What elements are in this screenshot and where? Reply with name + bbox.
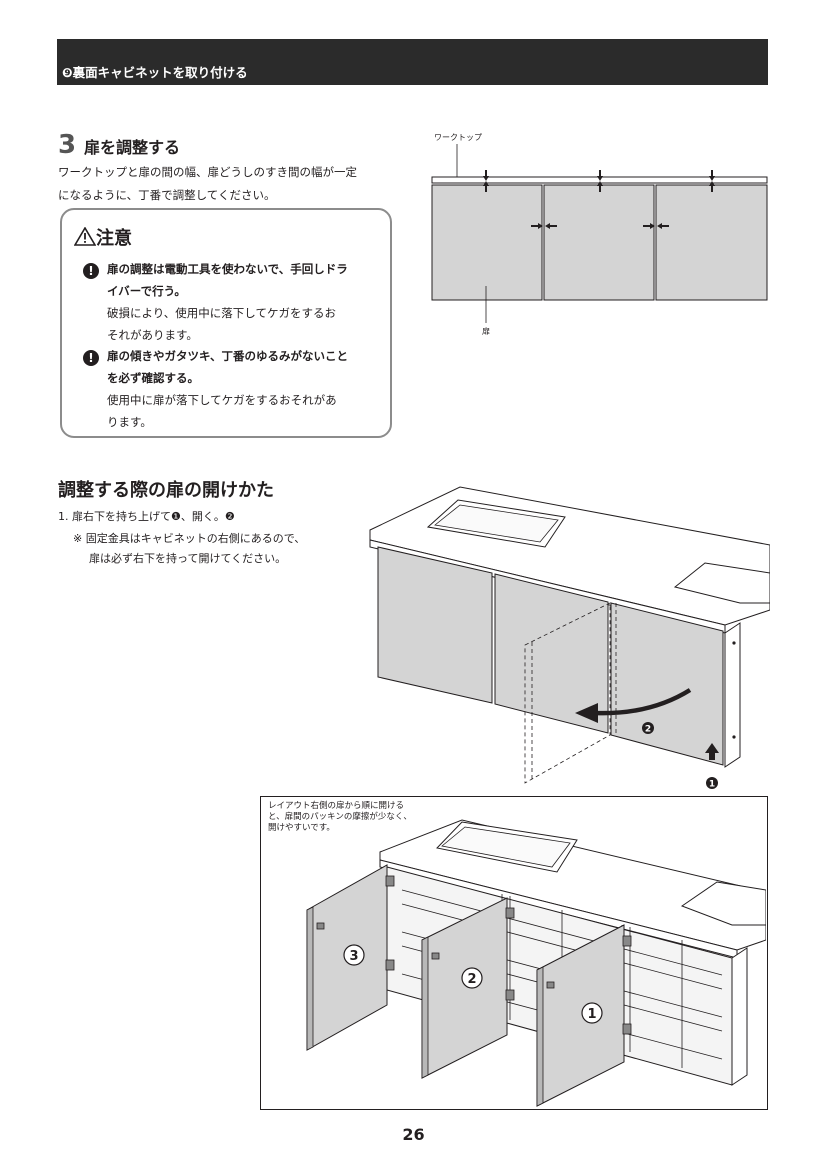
tip-box: [260, 796, 768, 1110]
caution-item-heading: を必ず確認する。: [107, 371, 199, 385]
page-number: 26: [402, 1125, 425, 1144]
door-label: 扉: [482, 326, 490, 336]
warning-triangle-icon: [73, 226, 97, 246]
caution-item-heading: 扉の傾きやガタツキ、丁番のゆるみがないこと: [107, 349, 349, 363]
exclamation-icon: !: [83, 263, 99, 279]
caution-item-heading: 扉の調整は電動工具を使わないで、手回しドラ: [107, 262, 348, 276]
step-marker-2: [642, 722, 654, 734]
caution-item-heading: イバーで行う。: [107, 284, 186, 298]
caution-item: 扉の調整は電動工具を使わないで、手回しドラ イバーで行う。 破損により、使用中に…: [107, 258, 387, 346]
instruction-line: 1. 扉右下を持ち上げて❶、開く。❷: [58, 510, 235, 523]
note-line: ※ 固定金具はキャビネットの右側にあるので、: [73, 532, 306, 545]
caution-box: [60, 208, 392, 438]
door-panel: [431, 184, 543, 301]
door-panel: [543, 184, 655, 301]
exclamation-icon: !: [83, 350, 99, 366]
step-description-line: になるように、丁番で調整してください。: [58, 188, 276, 202]
svg-text:1: 1: [709, 780, 715, 790]
step-description-line: ワークトップと扉の間の幅、扉どうしのすき間の幅が一定: [58, 165, 357, 179]
tip-line: と、扉間のパッキンの摩擦が少なく、: [268, 812, 412, 822]
door-panel: [655, 184, 768, 301]
header-bar: [57, 39, 768, 85]
tip-text: レイアウト右側の扉から順に開ける と、扉間のパッキンの摩擦が少なく、 開けやすい…: [268, 801, 448, 834]
step-marker-1: [706, 777, 718, 789]
cabinet-door: [610, 602, 724, 766]
section-title: 調整する際の扉の開けかた: [58, 480, 274, 501]
caution-item-body: ります。: [107, 415, 152, 429]
step-description: ワークトップと扉の間の幅、扉どうしのすき間の幅が一定 になるように、丁番で調整し…: [58, 161, 403, 207]
caution-item-body: 使用中に扉が落下してケガをするおそれがあ: [107, 393, 337, 407]
svg-text:2: 2: [467, 972, 476, 987]
door-opening-figure: 1 2: [369, 486, 770, 790]
tip-line: 開けやすいです。: [268, 823, 335, 833]
tip-line: レイアウト右側の扉から順に開ける: [268, 801, 405, 811]
worktop-label: ワークトップ: [434, 133, 482, 142]
step-title: 扉を調整する: [84, 138, 181, 157]
caution-title: 注意: [73, 224, 132, 250]
caution-item: 扉の傾きやガタツキ、丁番のゆるみがないこと を必ず確認する。 使用中に扉が落下し…: [107, 345, 387, 433]
note-line: 扉は必ず右下を持って開けてください。: [89, 552, 287, 565]
step-number: 3: [58, 130, 77, 160]
svg-text:2: 2: [645, 725, 651, 735]
cabinet-door: [494, 573, 609, 734]
caution-title-text: 注意: [96, 228, 132, 249]
open-doors-figure: 3 2 1: [306, 819, 766, 1107]
header-title: ❾裏面キャビネットを取り付ける: [62, 65, 248, 80]
cabinet-door: [377, 546, 493, 704]
svg-text:3: 3: [349, 949, 358, 964]
door-gap-diagram: ワークトップ 扉: [431, 133, 768, 336]
caution-item-body: 破損により、使用中に落下してケガをするお: [107, 306, 336, 320]
svg-text:1: 1: [587, 1007, 596, 1022]
caution-item-body: それがあります。: [107, 328, 198, 342]
